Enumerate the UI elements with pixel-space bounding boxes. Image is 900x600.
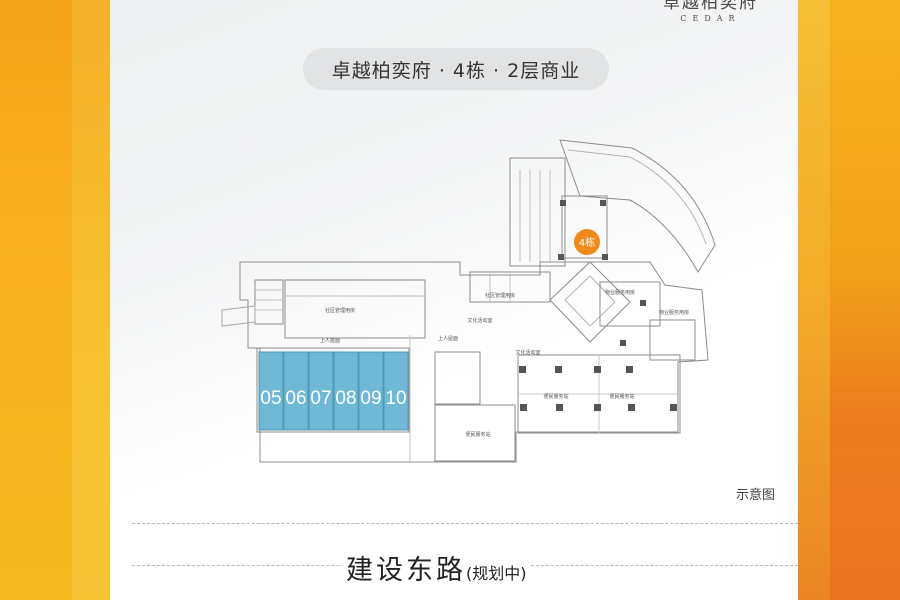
room-label-property-office: 物业服务用房	[659, 309, 689, 316]
room-label-property-service: 物业服务用房	[605, 289, 635, 296]
unit-label: 09	[360, 388, 381, 409]
units-group: 05 06 07 08 09 10	[256, 347, 410, 433]
left-decor-band	[0, 0, 110, 600]
room-label-service-1: 便民服务站	[543, 393, 568, 400]
tower-core	[561, 195, 608, 259]
building-badge-label: 4栋	[579, 236, 595, 249]
room-label-service-2: 便民服务站	[609, 393, 634, 400]
room-label-service-3: 便民服务站	[465, 431, 490, 438]
room-label-up-stair: 上人屋面	[320, 337, 340, 344]
right-decor-band	[798, 0, 900, 600]
left-ramp	[221, 305, 256, 327]
panel-background	[110, 0, 798, 600]
tower-inner	[567, 149, 707, 245]
unit-06[interactable]: 06	[283, 351, 309, 431]
room-label-culture-1: 文化活动室	[467, 317, 492, 324]
floor-plan: 05 06 07 08 09 10	[221, 139, 716, 463]
unit-label: 10	[385, 388, 406, 409]
unit-05[interactable]: 05	[258, 351, 284, 431]
lower-mid-room	[434, 404, 516, 462]
content-panel: 卓越柏奕府 CEDAR 卓越柏奕府 · 4栋 · 2层商业	[110, 0, 798, 600]
diagonal-core	[549, 261, 631, 343]
unit-label: 08	[335, 388, 356, 409]
room-label-community-office: 社区管理用房	[485, 292, 515, 299]
corridor	[284, 279, 426, 339]
road-label: 建设东路(规划中)	[342, 548, 531, 587]
right-rooms	[599, 281, 661, 327]
unit-label: 07	[310, 388, 331, 409]
brand-name-en: CEDAR	[680, 14, 741, 23]
road-note: (规划中)	[466, 564, 527, 583]
diagram-caption: 示意图	[736, 488, 776, 503]
unit-10[interactable]: 10	[383, 351, 409, 431]
road-name: 建设东路	[346, 555, 466, 586]
page-title: 卓越柏奕府 · 4栋 · 2层商业	[303, 48, 609, 90]
unit-07[interactable]: 07	[308, 351, 334, 431]
upper-block	[509, 157, 566, 267]
unit-09[interactable]: 09	[358, 351, 384, 431]
unit-label: 05	[260, 388, 281, 409]
tower-outline	[559, 139, 716, 273]
unit-08[interactable]: 08	[333, 351, 359, 431]
brand-logo: 卓越柏奕府 CEDAR	[663, 0, 758, 23]
building-badge[interactable]: 4栋	[574, 229, 600, 255]
brand-name-cn: 卓越柏奕府	[663, 0, 758, 13]
room-label-culture-2: 文化活动室	[515, 349, 540, 356]
room-label-community-mgmt: 社区管理用房	[325, 307, 355, 314]
unit-label: 06	[285, 388, 306, 409]
road-edge-top	[132, 523, 798, 524]
left-stair	[254, 279, 284, 325]
main-outline	[239, 261, 709, 463]
room-label-up-stair-2: 上人屋面	[438, 335, 458, 342]
